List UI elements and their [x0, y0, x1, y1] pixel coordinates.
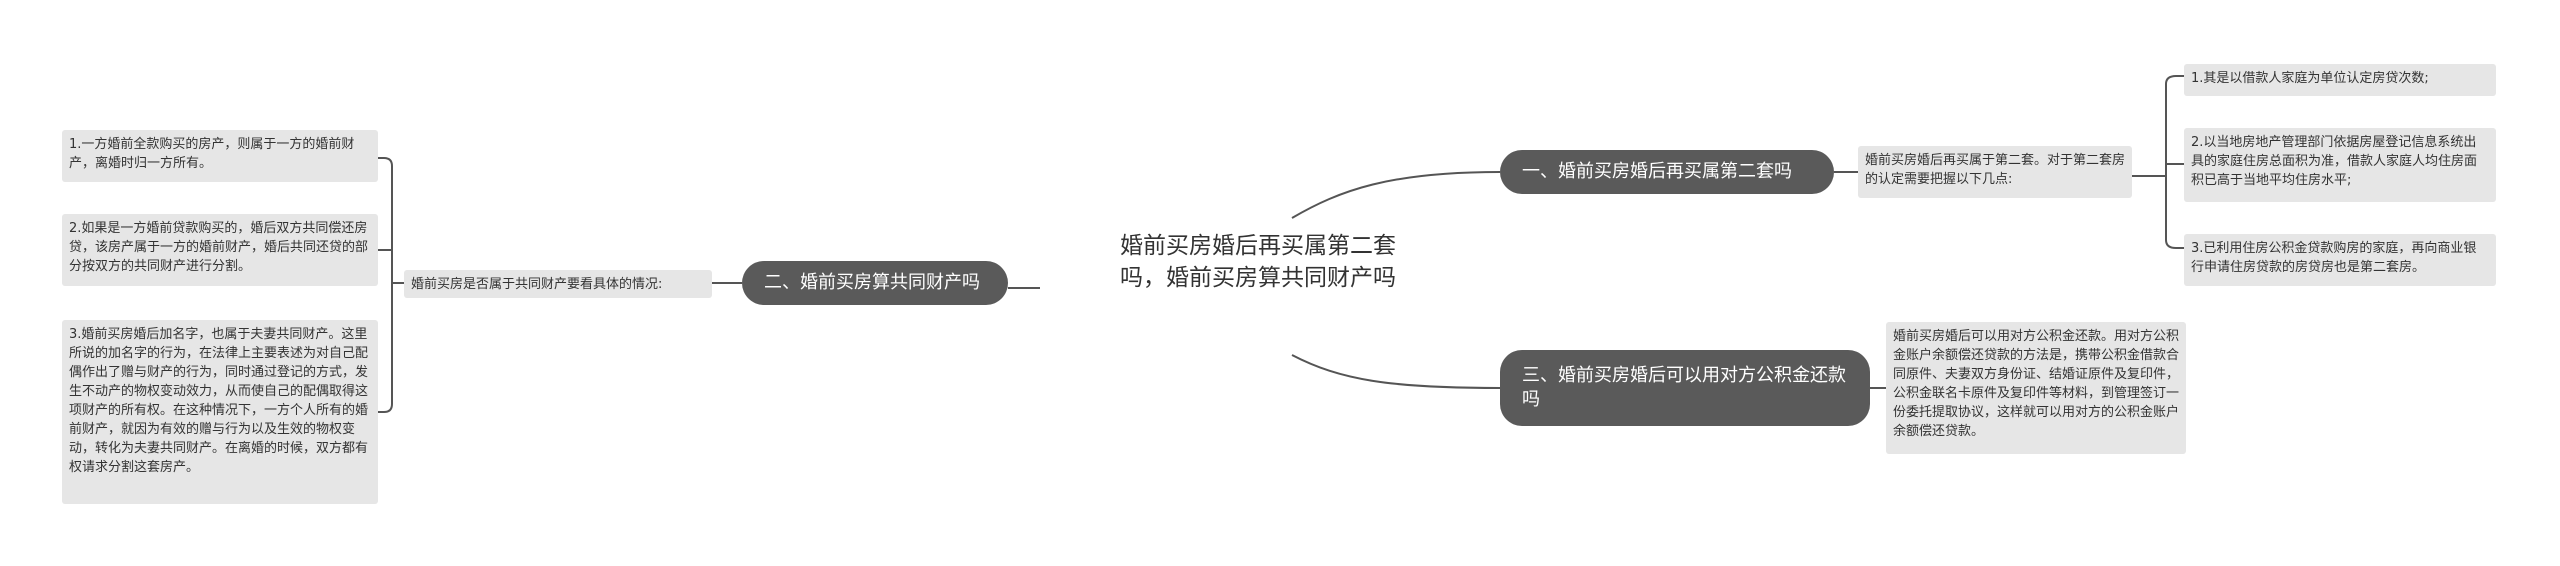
- branch-1-item-3[interactable]: 3.已利用住房公积金贷款购房的家庭，再向商业银行申请住房贷款的房贷房也是第二套房…: [2184, 234, 2496, 286]
- branch-1-description[interactable]: 婚前买房婚后再买属于第二套。对于第二套房的认定需要把握以下几点:: [1858, 146, 2132, 198]
- branch-1-item-2[interactable]: 2.以当地房地产管理部门依据房屋登记信息系统出具的家庭住房总面积为准，借款人家庭…: [2184, 128, 2496, 202]
- branch-2-item-1[interactable]: 1.一方婚前全款购买的房产，则属于一方的婚前财产，离婚时归一方所有。: [62, 130, 378, 182]
- branch-2-item-2[interactable]: 2.如果是一方婚前贷款购买的，婚后双方共同偿还房贷，该房产属于一方的婚前财产，婚…: [62, 214, 378, 286]
- branch-1-item-1[interactable]: 1.其是以借款人家庭为单位认定房贷次数;: [2184, 64, 2496, 96]
- link-desc2-items: [378, 157, 412, 413]
- branch-1-node[interactable]: 一、婚前买房婚后再买属第二套吗: [1500, 150, 1834, 194]
- branch-3-description[interactable]: 婚前买房婚后可以用对方公积金还款。用对方公积金账户余额偿还贷款的方法是，携带公积…: [1886, 322, 2186, 454]
- link-root-b1: [1291, 171, 1501, 219]
- root-topic[interactable]: 婚前买房婚后再买属第二套吗，婚前买房算共同财产吗: [1120, 233, 1396, 291]
- link-root-b3: [1291, 354, 1501, 389]
- branch-2-description[interactable]: 婚前买房是否属于共同财产要看具体的情况:: [404, 270, 712, 298]
- branch-2-item-3[interactable]: 3.婚前买房婚后加名字，也属于夫妻共同财产。这里所说的加名字的行为，在法律上主要…: [62, 320, 378, 504]
- branch-3-node[interactable]: 三、婚前买房婚后可以用对方公积金还款吗: [1500, 350, 1870, 426]
- branch-2-node[interactable]: 二、婚前买房算共同财产吗: [742, 261, 1008, 305]
- link-desc1-items: [2132, 75, 2184, 249]
